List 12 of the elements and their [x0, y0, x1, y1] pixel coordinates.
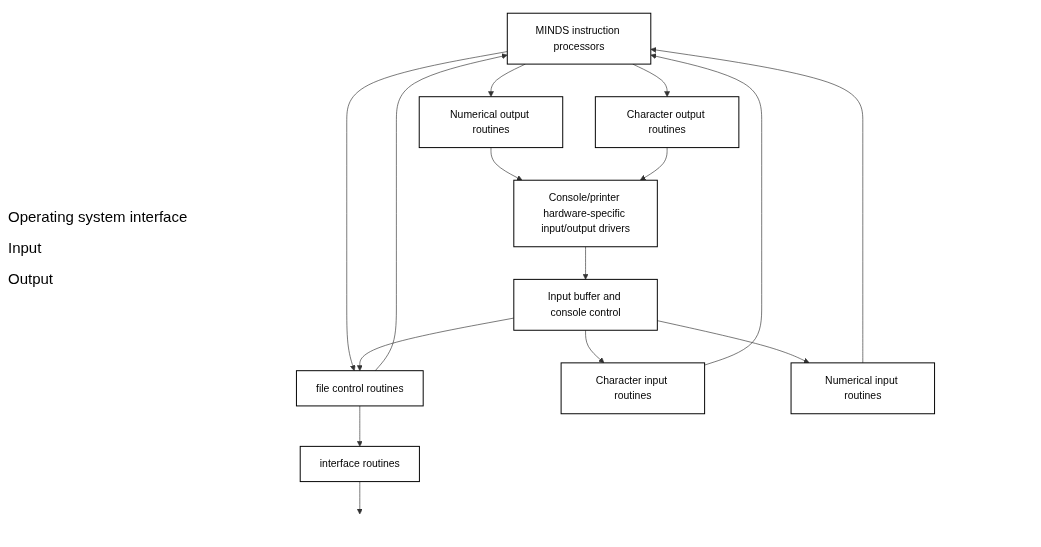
region-label: Operating system interface — [8, 208, 189, 225]
region-label: Input — [8, 239, 43, 256]
node-box: Console/printer hardware-specific input/output drivers — [513, 179, 658, 248]
node-box: Input buffer and console control — [513, 278, 658, 331]
region-label: Output — [8, 270, 55, 287]
node-box: Character input routines — [560, 362, 706, 415]
node-box: Numerical input routines — [790, 362, 936, 415]
node-box: Numerical output routines — [418, 96, 564, 149]
node-box: Character output routines — [594, 96, 740, 149]
node-box: file control routines — [295, 370, 424, 407]
node-box: interface routines — [299, 445, 420, 483]
node-box: MINDS instruction processors — [506, 12, 652, 65]
